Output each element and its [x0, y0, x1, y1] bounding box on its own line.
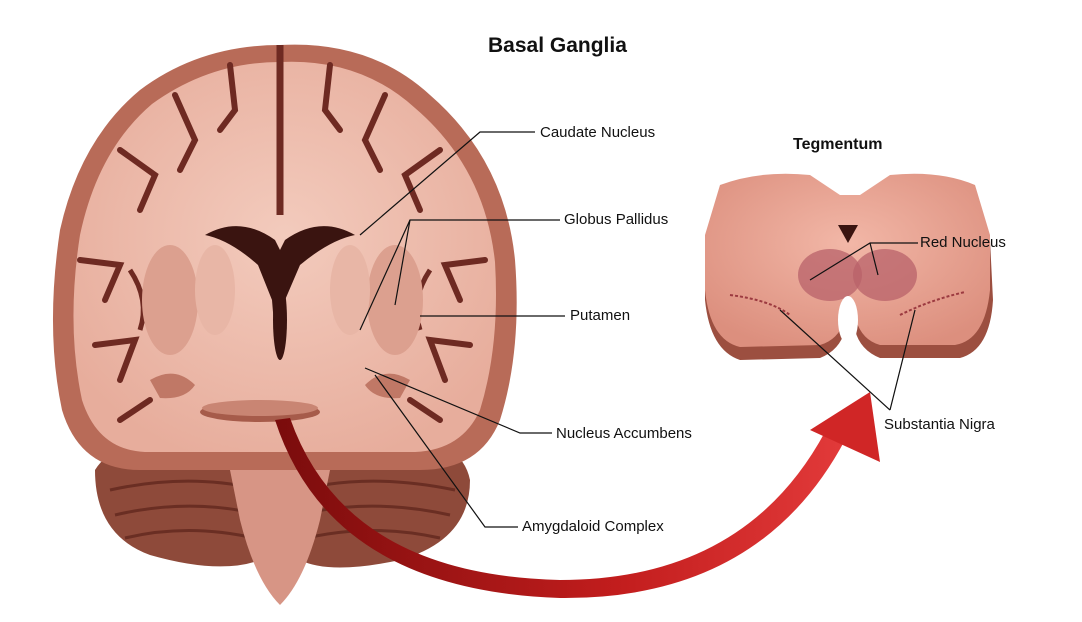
leader-accumbens [364, 367, 552, 434]
tegmentum-section [705, 173, 993, 360]
brain-section [52, 44, 517, 470]
inset-title: Tegmentum [793, 136, 883, 153]
label-putamen: Putamen [570, 307, 631, 324]
diagram-title: Basal Ganglia [488, 34, 627, 57]
label-red-nucleus: Red Nucleus [920, 234, 1006, 251]
leader-lines [359, 131, 918, 528]
leader-amygdala [374, 374, 518, 528]
left-putamen [142, 245, 198, 355]
label-amygdaloid-complex: Amygdaloid Complex [522, 518, 664, 535]
label-caudate-nucleus: Caudate Nucleus [540, 124, 656, 141]
leader-caudate [359, 131, 535, 236]
right-putamen [367, 245, 423, 355]
leader-substantia [779, 309, 891, 411]
label-nucleus-accumbens: Nucleus Accumbens [556, 425, 692, 442]
label-globus-pallidus: Globus Pallidus [564, 211, 669, 228]
connection-arrow [275, 392, 880, 599]
label-substantia-nigra: Substantia Nigra [884, 416, 995, 433]
